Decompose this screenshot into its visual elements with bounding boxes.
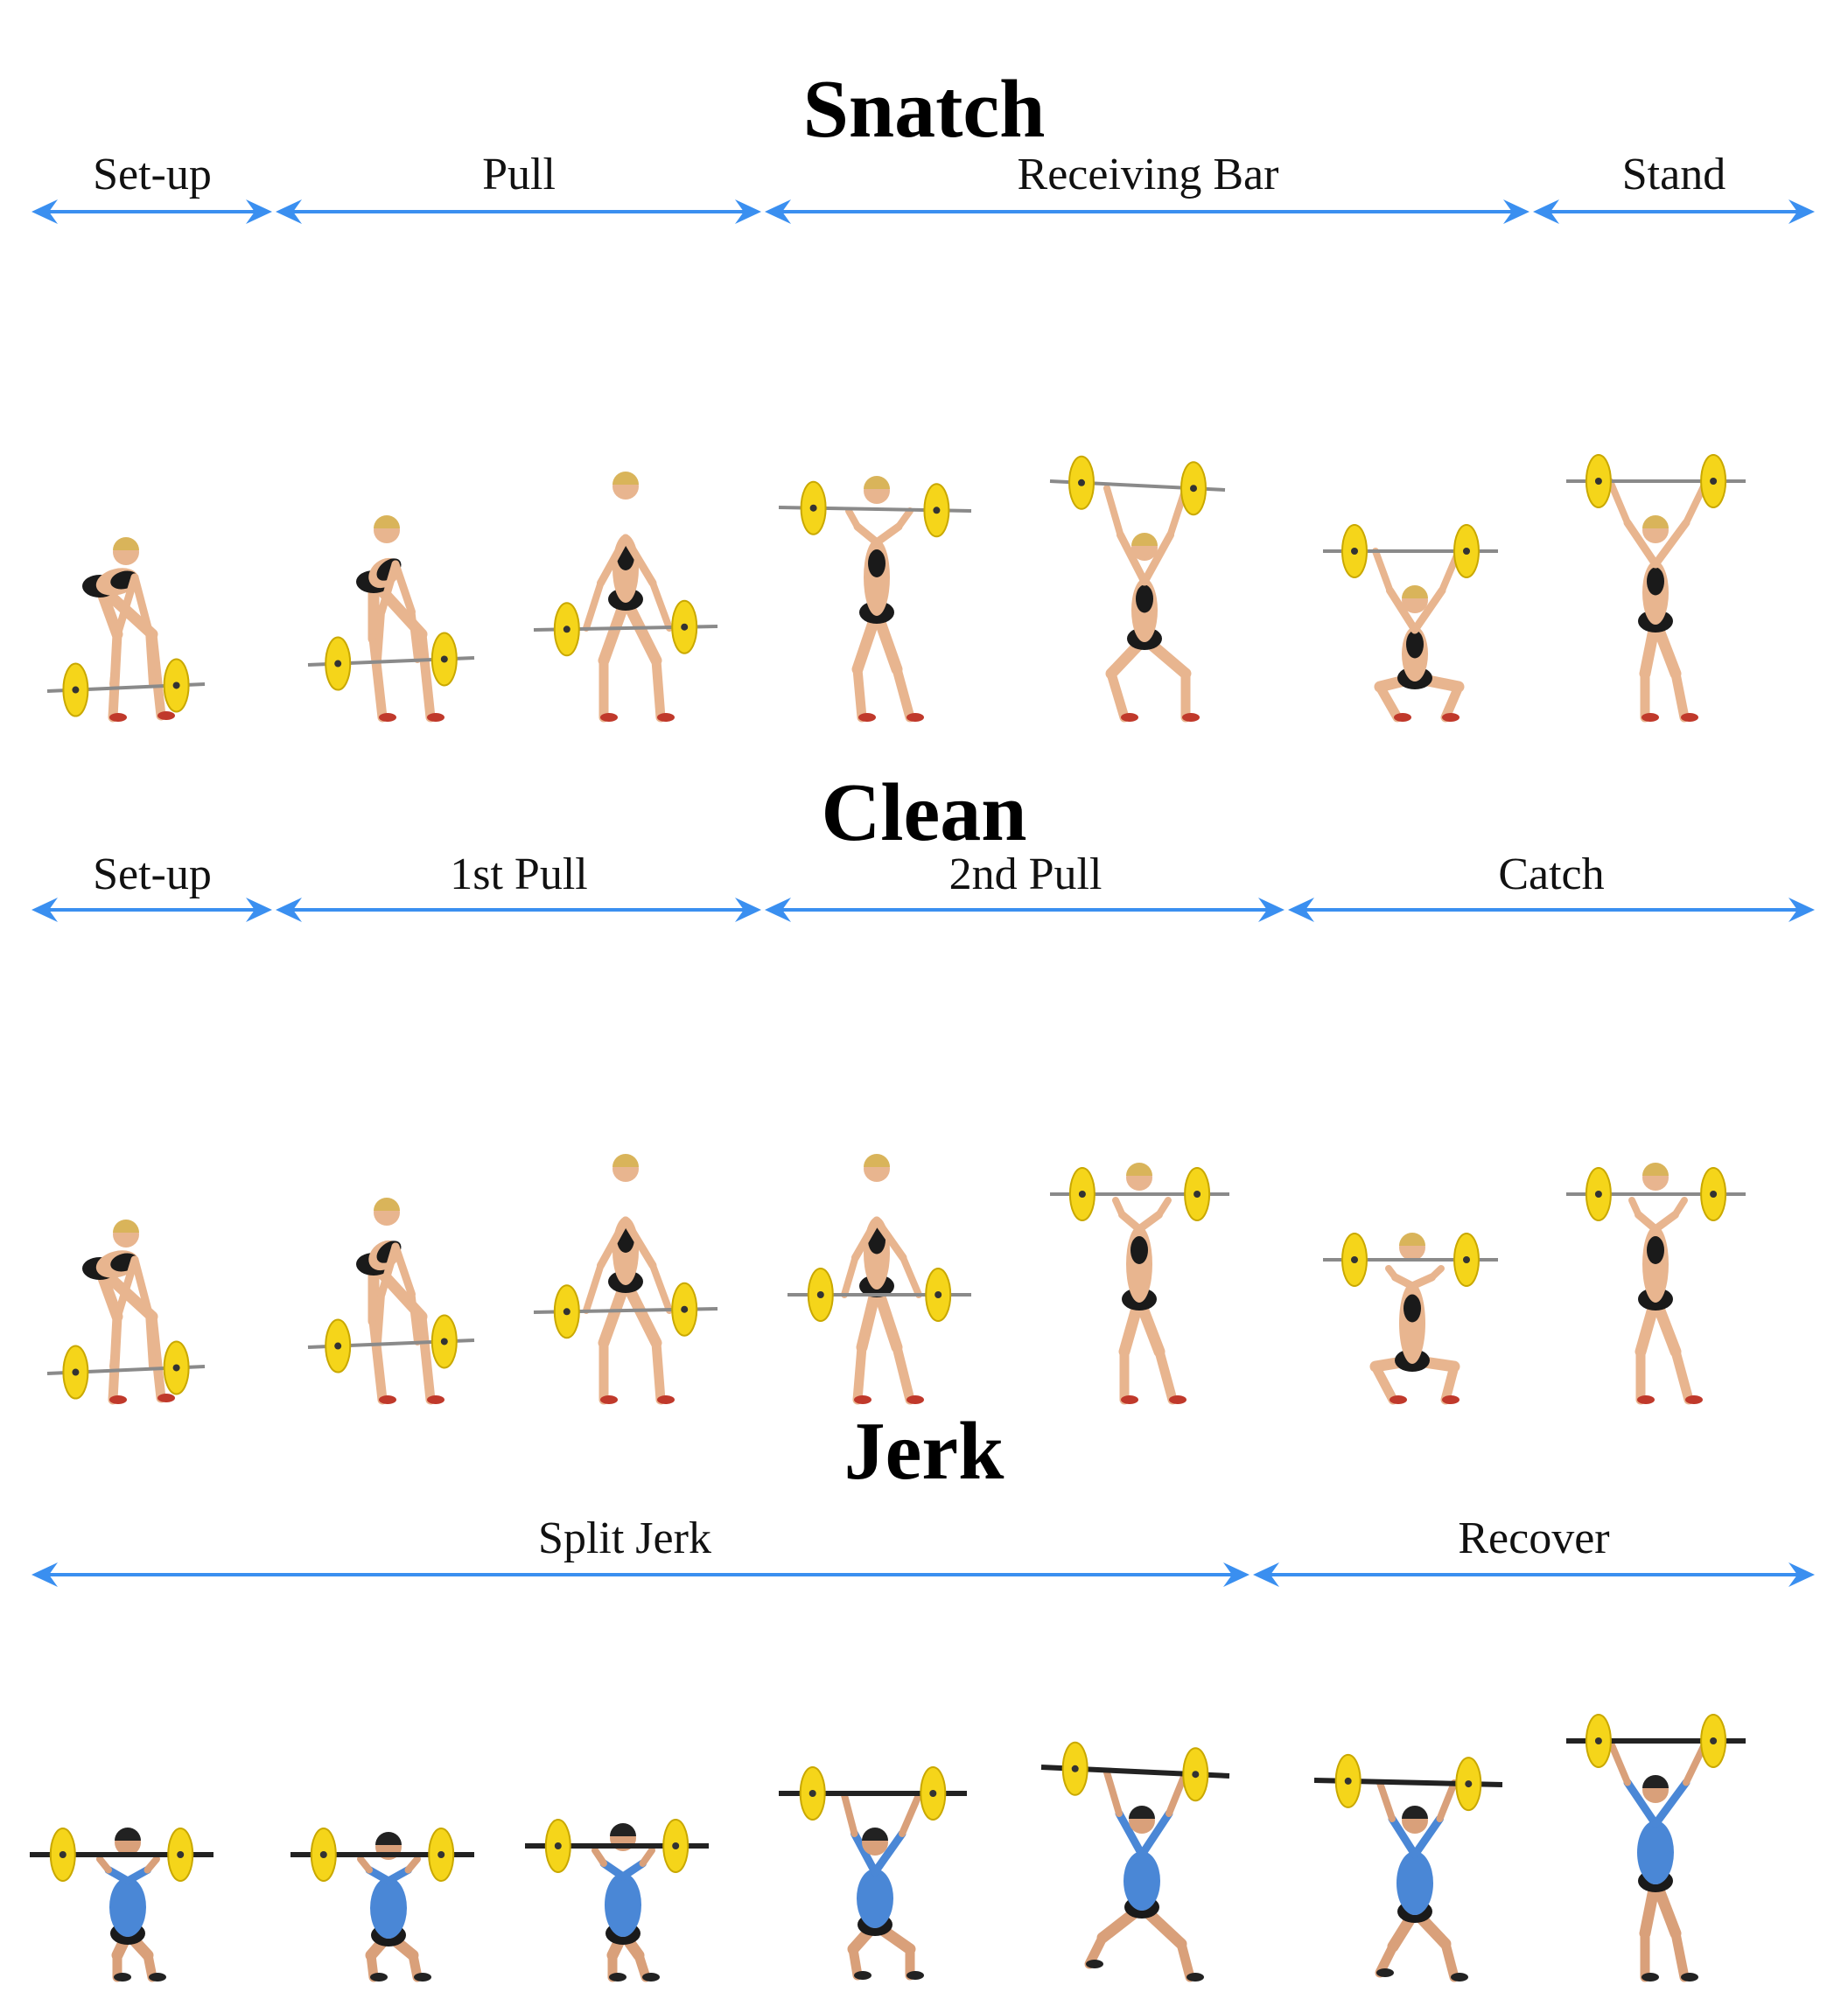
phase-label-clean-catch: Catch: [1498, 849, 1605, 899]
phase-label-snatch-stand: Stand: [1621, 150, 1726, 199]
phase-label-snatch-setup: Set-up: [93, 150, 212, 199]
arrow-clean-1: [32, 898, 272, 922]
arrow-snatch-2: [276, 199, 761, 224]
athlete-figure-clean-2: [282, 1137, 492, 1417]
athlete-figure-clean-4: [770, 1137, 980, 1417]
athlete-figure-clean-7: [1549, 1137, 1759, 1417]
athlete-figure-snatch-7: [1549, 454, 1759, 735]
arrow-clean-4: [1288, 898, 1815, 922]
athlete-figure-clean-3: [516, 1137, 726, 1417]
section-title-snatch: Snatch: [802, 64, 1046, 155]
athlete-figure-jerk-3: [516, 1715, 726, 1995]
section-title-clean: Clean: [821, 767, 1027, 858]
athlete-figure-clean-6: [1306, 1137, 1516, 1417]
athlete-figure-jerk-2: [282, 1715, 492, 1995]
arrow-snatch-4: [1533, 199, 1815, 224]
phase-label-jerk-recover: Recover: [1458, 1513, 1610, 1563]
arrow-snatch-1: [32, 199, 272, 224]
arrow-jerk-1: [32, 1562, 1250, 1587]
athlete-figure-jerk-7: [1549, 1714, 1759, 1995]
phase-label-clean-setup: Set-up: [93, 849, 212, 899]
athlete-figure-snatch-6: [1306, 455, 1516, 735]
phase-label-jerk-split-jerk: Split Jerk: [538, 1513, 711, 1563]
athlete-figure-snatch-1: [21, 455, 231, 735]
arrow-group: [32, 199, 1815, 1587]
athlete-figure-clean-1: [21, 1137, 231, 1417]
arrow-jerk-2: [1253, 1562, 1815, 1587]
arrow-clean-2: [276, 898, 761, 922]
phase-label-clean-2nd-pull: 2nd Pull: [948, 849, 1102, 899]
athlete-figure-jerk-5: [1032, 1715, 1242, 1995]
athlete-figure-jerk-6: [1306, 1715, 1516, 1995]
athlete-figure-jerk-1: [21, 1715, 231, 1995]
section-title-jerk: Jerk: [844, 1406, 1004, 1497]
arrow-clean-3: [765, 898, 1284, 922]
arrow-snatch-3: [765, 199, 1530, 224]
athlete-figure-snatch-5: [1032, 455, 1242, 735]
athlete-figure-snatch-3: [516, 455, 726, 735]
athlete-figure-jerk-4: [770, 1715, 980, 1995]
phase-label-snatch-receiving-bar: Receiving Bar: [1017, 150, 1279, 199]
phase-label-clean-1st-pull: 1st Pull: [450, 849, 588, 899]
athlete-figure-clean-5: [1032, 1137, 1242, 1417]
athlete-figure-snatch-2: [282, 455, 492, 735]
athlete-figure-snatch-4: [770, 455, 980, 735]
phase-label-snatch-pull: Pull: [482, 150, 556, 199]
